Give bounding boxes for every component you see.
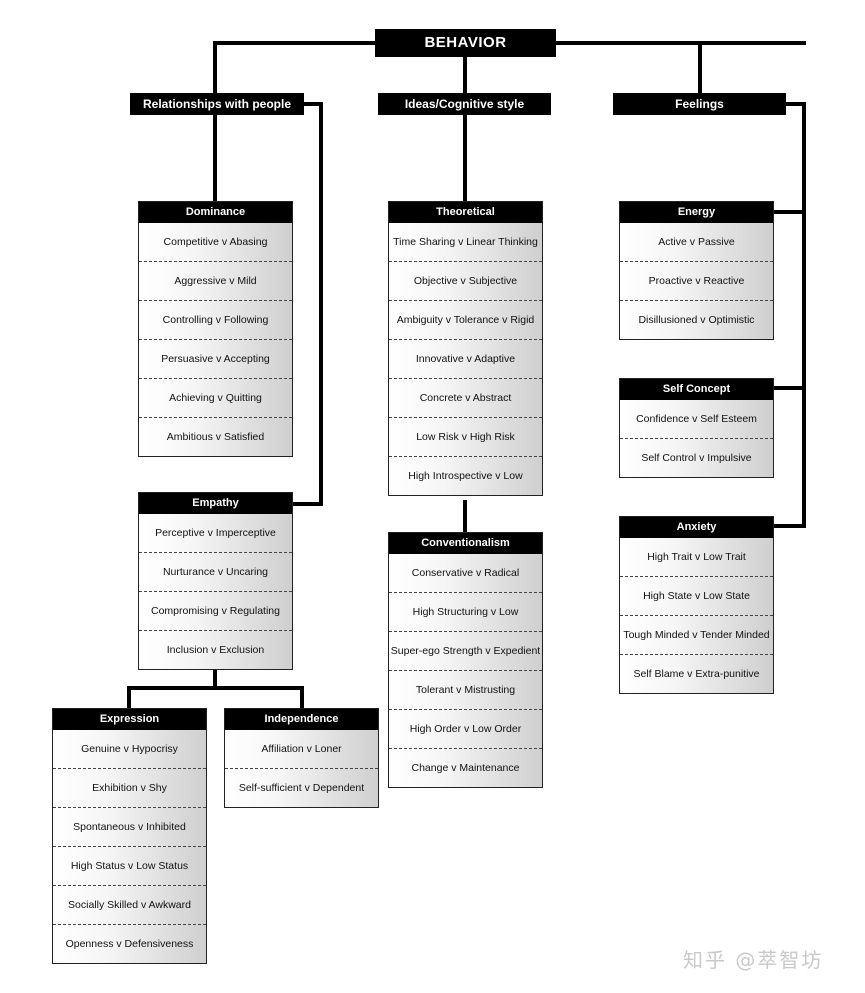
trait-row: Persuasive v Accepting	[139, 339, 292, 378]
trait-row: High Status v Low Status	[53, 846, 206, 885]
box-empathy: Empathy Perceptive v Imperceptive Nurtur…	[138, 492, 293, 670]
connector-independence-down	[300, 686, 304, 710]
trait-row: Self Control v Impulsive	[620, 438, 773, 477]
trait-row: Openness v Defensiveness	[53, 924, 206, 963]
box-title: Self Concept	[620, 379, 773, 400]
trait-row: Objective v Subjective	[389, 261, 542, 300]
trait-row: Time Sharing v Linear Thinking	[393, 236, 538, 248]
connector-root-left-down	[213, 41, 217, 95]
trait-row: Inclusion v Exclusion	[139, 630, 292, 669]
trait-row: Affiliation v Loner	[261, 743, 342, 755]
box-independence: Independence Affiliation v Loner Self-su…	[224, 708, 379, 808]
box-title: Empathy	[139, 493, 292, 514]
trait-row: Proactive v Reactive	[620, 261, 773, 300]
trait-row: Spontaneous v Inhibited	[53, 807, 206, 846]
box-title: Theoretical	[389, 202, 542, 223]
root-title: BEHAVIOR	[375, 29, 556, 57]
trait-row: Self-sufficient v Dependent	[225, 768, 378, 807]
box-title: Dominance	[139, 202, 292, 223]
connector-empathy-branch-h	[127, 686, 304, 690]
trait-row: Innovative v Adaptive	[389, 339, 542, 378]
box-theoretical: Theoretical Time Sharing v Linear Thinki…	[388, 201, 543, 496]
trait-row: Super-ego Strength v Expedient	[389, 631, 542, 670]
category-ideas: Ideas/Cognitive style	[378, 93, 551, 115]
connector-energy-h	[771, 210, 806, 214]
trait-row: Achieving v Quitting	[139, 378, 292, 417]
trait-row: High State v Low State	[620, 576, 773, 615]
box-title: Energy	[620, 202, 773, 223]
trait-row: Nurturance v Uncaring	[139, 552, 292, 591]
box-title: Conventionalism	[389, 533, 542, 554]
trait-row: Conservative v Radical	[411, 567, 520, 579]
connector-root-center-down	[463, 55, 467, 95]
trait-row: High Trait v Low Trait	[647, 551, 746, 563]
trait-row: Genuine v Hypocrisy	[81, 743, 178, 755]
connector-empathy-down	[213, 660, 217, 688]
box-energy: Energy Active v Passive Proactive v Reac…	[619, 201, 774, 340]
box-title: Independence	[225, 709, 378, 730]
trait-row: Confidence v Self Esteem	[636, 413, 757, 425]
trait-row: Competitive v Abasing	[163, 236, 268, 248]
connector-anxiety-h	[771, 524, 806, 528]
trait-row: Tolerant v Mistrusting	[389, 670, 542, 709]
connector-root-right-down	[698, 41, 702, 95]
box-anxiety: Anxiety High Trait v Low Trait High Stat…	[619, 516, 774, 694]
connector-feelings-right-v	[802, 102, 806, 528]
trait-row: Controlling v Following	[139, 300, 292, 339]
trait-row: High Introspective v Low	[389, 456, 542, 495]
trait-row: Concrete v Abstract	[389, 378, 542, 417]
connector-feelings-right-h	[784, 102, 806, 106]
box-conventionalism: Conventionalism Conservative v Radical H…	[388, 532, 543, 788]
connector-selfconcept-h	[771, 386, 806, 390]
connector-relationships-right-h	[300, 102, 322, 106]
connector-expression-down	[127, 686, 131, 710]
trait-row: Aggressive v Mild	[139, 261, 292, 300]
box-dominance: Dominance Competitive v Abasing Aggressi…	[138, 201, 293, 457]
box-title: Anxiety	[620, 517, 773, 538]
trait-row: Tough Minded v Tender Minded	[620, 615, 773, 654]
trait-row: Low Risk v High Risk	[389, 417, 542, 456]
trait-row: Self Blame v Extra-punitive	[620, 654, 773, 693]
trait-row: Exhibition v Shy	[53, 768, 206, 807]
trait-row: Disillusioned v Optimistic	[620, 300, 773, 339]
box-title: Expression	[53, 709, 206, 730]
box-expression: Expression Genuine v Hypocrisy Exhibitio…	[52, 708, 207, 964]
trait-row: Perceptive v Imperceptive	[155, 527, 276, 539]
trait-row: High Order v Low Order	[389, 709, 542, 748]
connector-relationships-right-v	[319, 102, 323, 506]
connector-relationships-dominance	[213, 114, 217, 202]
trait-row: Compromising v Regulating	[139, 591, 292, 630]
trait-row: Active v Passive	[658, 236, 735, 248]
watermark: 知乎 @萃智坊	[683, 948, 824, 972]
connector-theoretical-conventionalism	[463, 500, 467, 534]
connector-empathy-h	[291, 502, 323, 506]
trait-row: Socially Skilled v Awkward	[53, 885, 206, 924]
category-relationships: Relationships with people	[130, 93, 304, 115]
category-feelings: Feelings	[613, 93, 786, 115]
connector-ideas-theoretical	[463, 114, 467, 202]
trait-row: Ambiguity v Tolerance v Rigid	[389, 300, 542, 339]
box-self-concept: Self Concept Confidence v Self Esteem Se…	[619, 378, 774, 478]
trait-row: High Structuring v Low	[389, 592, 542, 631]
trait-row: Change v Maintenance	[389, 748, 542, 787]
trait-row: Ambitious v Satisfied	[139, 417, 292, 456]
